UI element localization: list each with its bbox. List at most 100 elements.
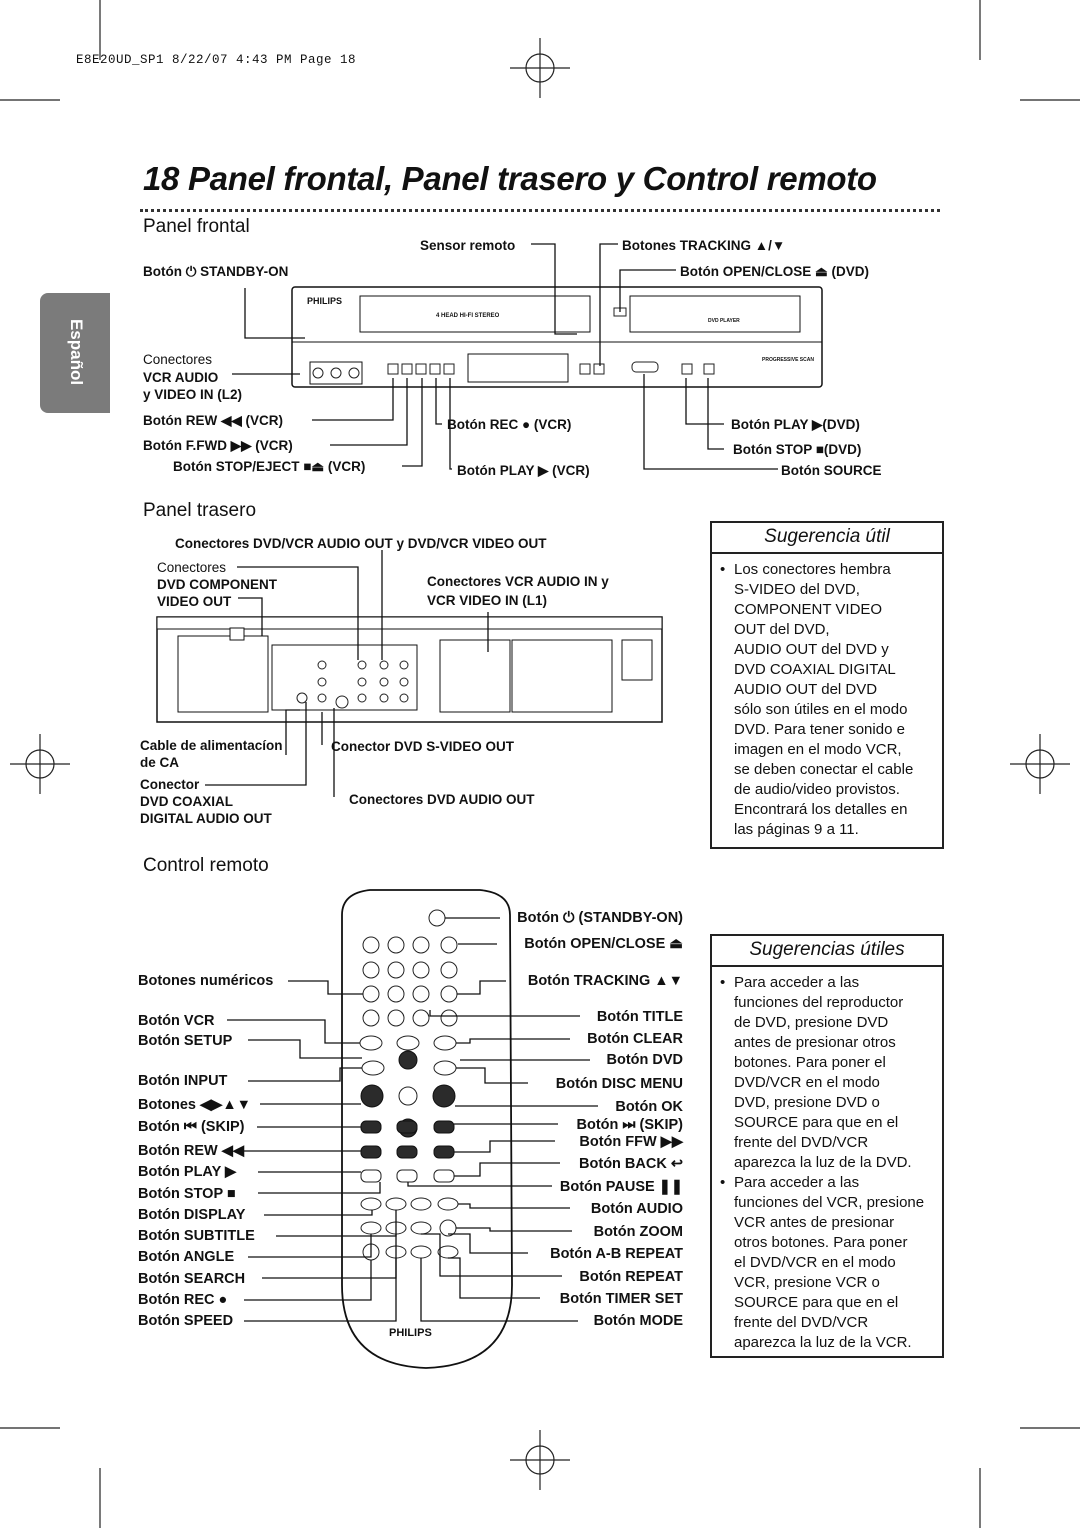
remote-label-arrows: Botones ◀▶▲▼ [138,1097,252,1113]
label-coax-1: Conector [140,777,200,792]
tip-line: SOURCE para que en el [734,1294,899,1311]
label-power-1: Cable de alimentacíon [140,738,283,753]
label-rear-top: Conectores DVD/VCR AUDIO OUT y DVD/VCR V… [175,536,547,551]
remote-label-pause: Botón PAUSE ❚❚ [559,1179,683,1195]
tip-line: SOURCE para que en el [734,1114,899,1131]
label-svideo: Conector DVD S-VIDEO OUT [331,739,515,754]
remote-label-tracking: Botón TRACKING ▲▼ [527,973,683,989]
remote-label-audio: Botón AUDIO [590,1201,683,1217]
tip-line: las páginas 9 a 11. [734,821,859,838]
remote-label-input: Botón INPUT [138,1073,228,1089]
tip-lines: Los conectores hembra S-VIDEO del DVD, C… [734,560,913,840]
tip-line: Los conectores hembra [734,561,891,578]
label-sensor: Sensor remoto [420,238,516,253]
tip-heading: Sugerencia útil [712,523,942,554]
label-comp-2: DVD COMPONENT [157,577,278,592]
tip-line: frente del DVD/VCR [734,1314,869,1331]
remote-label-setup: Botón SETUP [138,1033,233,1049]
tip-line: COMPONENT VIDEO [734,601,883,618]
label-vcr-in-2: VCR VIDEO IN (L1) [427,593,548,608]
tip-line: de audio/video provistos. [734,781,900,798]
bullet: • [720,1174,726,1191]
label-rec-vcr: Botón REC ● (VCR) [447,417,572,432]
remote-label-zoom: Botón ZOOM [593,1224,683,1240]
tip-item: • Para acceder a las funciones del repro… [720,973,936,1173]
remote-label-timer-set: Botón TIMER SET [559,1291,683,1307]
tip-line: aparezca la luz de la VCR. [734,1334,912,1351]
label-coax-3: DIGITAL AUDIO OUT [140,811,272,826]
remote-label-repeat: Botón REPEAT [579,1269,683,1285]
tip-line: Encontrará los detalles en [734,801,908,818]
tip-line: DVD, presione DVD o [734,1094,880,1111]
remote-label-rew: Botón REW ◀◀ [138,1143,245,1159]
label-video-in: y VIDEO IN (L2) [143,387,243,402]
remote-label-display: Botón DISPLAY [138,1207,246,1223]
remote-leader-lines [227,917,598,1322]
label-stop-eject: Botón STOP/EJECT ■⏏ (VCR) [173,459,366,474]
language-tab-label: Español [67,318,86,386]
remote-label-subtitle: Botón SUBTITLE [138,1228,255,1244]
label-tracking: Botones TRACKING ▲/▼ [622,238,786,253]
remote-label-stop: Botón STOP ■ [138,1186,236,1202]
label-audio-out: Conectores DVD AUDIO OUT [349,792,535,807]
label-comp-3: VIDEO OUT [157,594,232,609]
device-text-hifi: 4 HEAD HI-FI STEREO [436,313,500,319]
tip-line: botones. Para poner el [734,1054,886,1071]
remote-label-angle: Botón ANGLE [138,1249,235,1265]
remote-label-skip-fwd: Botón ⏭ (SKIP) [576,1117,683,1133]
label-vcr-audio: VCR AUDIO [143,370,219,385]
tip-line: se deben conectar el cable [734,761,914,778]
title-rule [140,209,940,212]
remote-label-ab-repeat: Botón A-B REPEAT [550,1246,683,1262]
label-play-dvd: Botón PLAY ▶(DVD) [731,417,860,432]
device-brand: PHILIPS [307,296,343,306]
remote-label-standby: Botón ⏻ (STANDBY-ON) [517,910,683,926]
tip-line: S-VIDEO del DVD, [734,581,860,598]
front-panel-device [291,286,823,388]
label-stop-dvd: Botón STOP ■(DVD) [733,442,862,457]
remote-label-back: Botón BACK ↩ [579,1156,683,1172]
tip-line: aparezca la luz de la DVD. [734,1154,912,1171]
label-open-close: Botón OPEN/CLOSE ⏏ (DVD) [680,264,869,279]
remote-brand: PHILIPS [389,1327,432,1339]
language-tab [40,293,110,413]
remote-label-play: Botón PLAY ▶ [138,1164,237,1180]
tip-line: DVD/VCR en el modo [734,1074,880,1091]
front-leader-lines [232,243,778,470]
label-power-2: de CA [140,755,180,770]
label-standby: Botón ⏻ STANDBY-ON [143,264,289,279]
label-conectores: Conectores [143,352,213,367]
tip-lines: Para acceder a las funciones del reprodu… [734,973,912,1173]
remote-label-dvd: Botón DVD [606,1052,683,1068]
rear-panel-heading: Panel trasero [143,500,257,521]
tip-line: VCR antes de presionar [734,1214,895,1231]
tip-line: funciones del reproductor [734,994,904,1011]
remote-label-rec: Botón REC ● [138,1292,228,1308]
page-title: 18 Panel frontal, Panel trasero y Contro… [143,160,877,197]
remote-label-disc-menu: Botón DISC MENU [555,1076,683,1092]
front-panel-heading: Panel frontal [143,216,250,237]
tip-lines: Para acceder a las funciones del VCR, pr… [734,1173,924,1353]
rear-leader-lines [205,550,489,797]
tips-heading: Sugerencias útiles [712,936,942,967]
tip-box-multiple: Sugerencias útiles • Para acceder a las … [710,934,944,1358]
remote-label-clear: Botón CLEAR [587,1031,683,1047]
tip-line: DVD. Para tener sonido e [734,721,905,738]
tip-line: de DVD, presione DVD [734,1014,889,1031]
print-slug: E8E20UD_SP1 8/22/07 4:43 PM Page 18 [76,53,357,67]
tip-line: sólo son útiles en el modo [734,701,908,718]
remote-label-open-close: Botón OPEN/CLOSE ⏏ [524,936,683,952]
tip-line: frente del DVD/VCR [734,1134,869,1151]
remote-label-search: Botón SEARCH [138,1271,246,1287]
device-text-dvd: DVD PLAYER [708,318,740,324]
rear-panel-device [156,616,663,723]
tip-line: AUDIO OUT del DVD [734,681,878,698]
label-comp-1: Conectores [157,560,227,575]
remote-device [341,889,513,1369]
tip-line: otros botones. Para poner [734,1234,908,1251]
device-text-progressive: PROGRESSIVE SCAN [762,357,814,363]
tip-line: VCR, presione VCR o [734,1274,880,1291]
tip-line: antes de presionar otros [734,1034,896,1051]
